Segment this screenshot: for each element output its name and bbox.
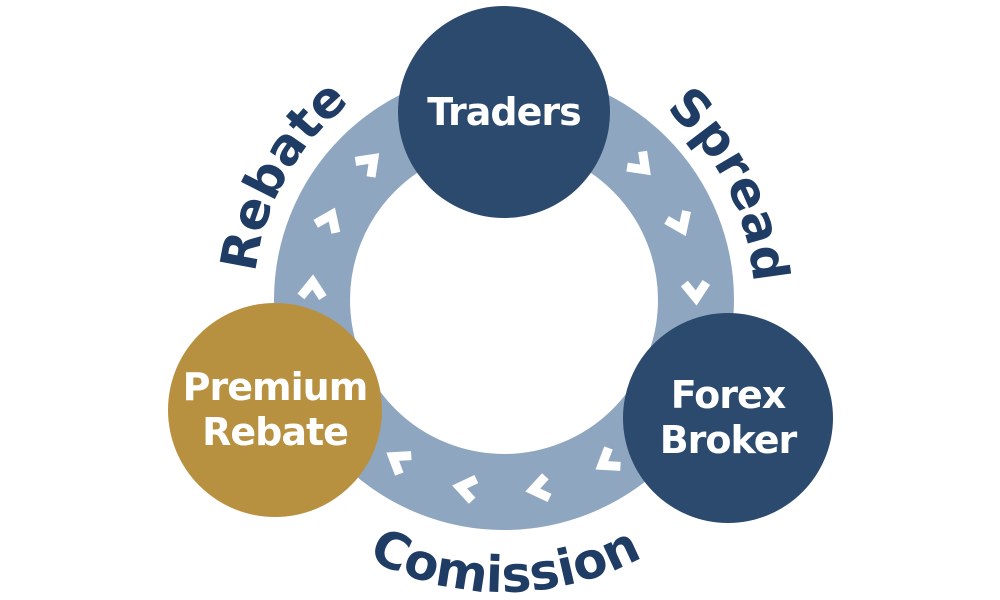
flow-arrow-chevron [297,274,327,301]
flow-arrow-chevron [354,153,380,178]
node-label-line: Forex [670,373,787,418]
node-label-line: Broker [659,418,798,462]
flow-arrow-chevron [595,446,621,471]
flow-arrows [297,150,711,504]
node-premium-rebate: Premium Rebate [168,303,382,517]
flow-arrow-chevron [452,474,479,504]
node-label-line: Rebate [202,410,349,454]
flow-arrow-chevron [525,473,552,503]
node-label-line: Premium [182,365,369,410]
flow-arrow-chevron [313,207,341,234]
flow-arrow-chevron [664,210,691,237]
node-traders: Traders [398,6,610,218]
flow-arrow-chevron [680,279,711,306]
flow-arrow-chevron [386,451,412,476]
flow-arrow-chevron [626,150,651,176]
node-forex-broker: Forex Broker [623,313,833,523]
node-label-line: Traders [427,89,581,134]
